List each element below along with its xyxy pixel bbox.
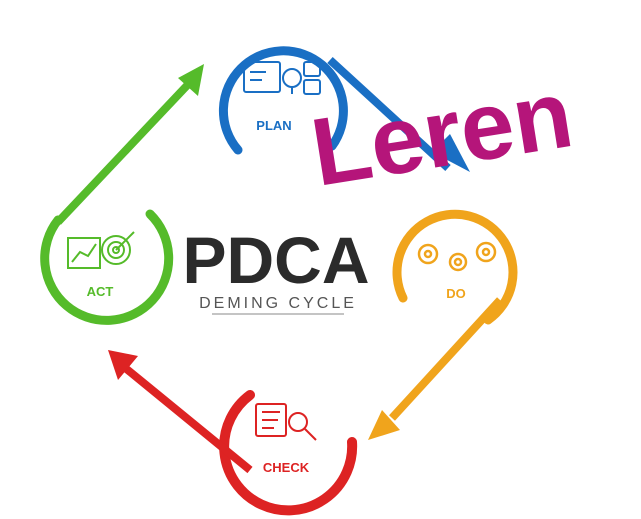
planning-board-icon: [243, 61, 321, 95]
check-connector: [115, 358, 253, 474]
chart-target-icon: [67, 231, 135, 269]
stage-plan: PLAN: [218, 46, 470, 172]
act-connector: [55, 73, 199, 225]
do-label: DO: [446, 286, 466, 301]
check-label: CHECK: [263, 460, 310, 475]
stage-check: CHECK: [108, 350, 358, 516]
check-ring: [219, 390, 358, 516]
plan-label: PLAN: [256, 118, 291, 133]
plan-ring: [218, 46, 348, 155]
checklist-magnifier-icon: [255, 403, 317, 441]
do-ring: [392, 209, 518, 325]
stage-act: ACT: [40, 64, 204, 325]
plan-arrowhead: [432, 134, 470, 172]
do-connector: [389, 297, 503, 421]
act-ring: [40, 209, 174, 325]
pdca-title: PDCA: [182, 223, 369, 297]
leren-overlay-text: Leren: [305, 60, 580, 207]
act-label: ACT: [87, 284, 114, 299]
stage-do: DO: [368, 209, 518, 440]
do-arrowhead: [368, 410, 400, 440]
pdca-subtitle: DEMING CYCLE: [199, 295, 357, 312]
act-arrowhead: [178, 64, 204, 96]
gears-icon: [417, 241, 497, 272]
check-arrowhead: [108, 350, 138, 380]
plan-connector: [327, 57, 451, 171]
